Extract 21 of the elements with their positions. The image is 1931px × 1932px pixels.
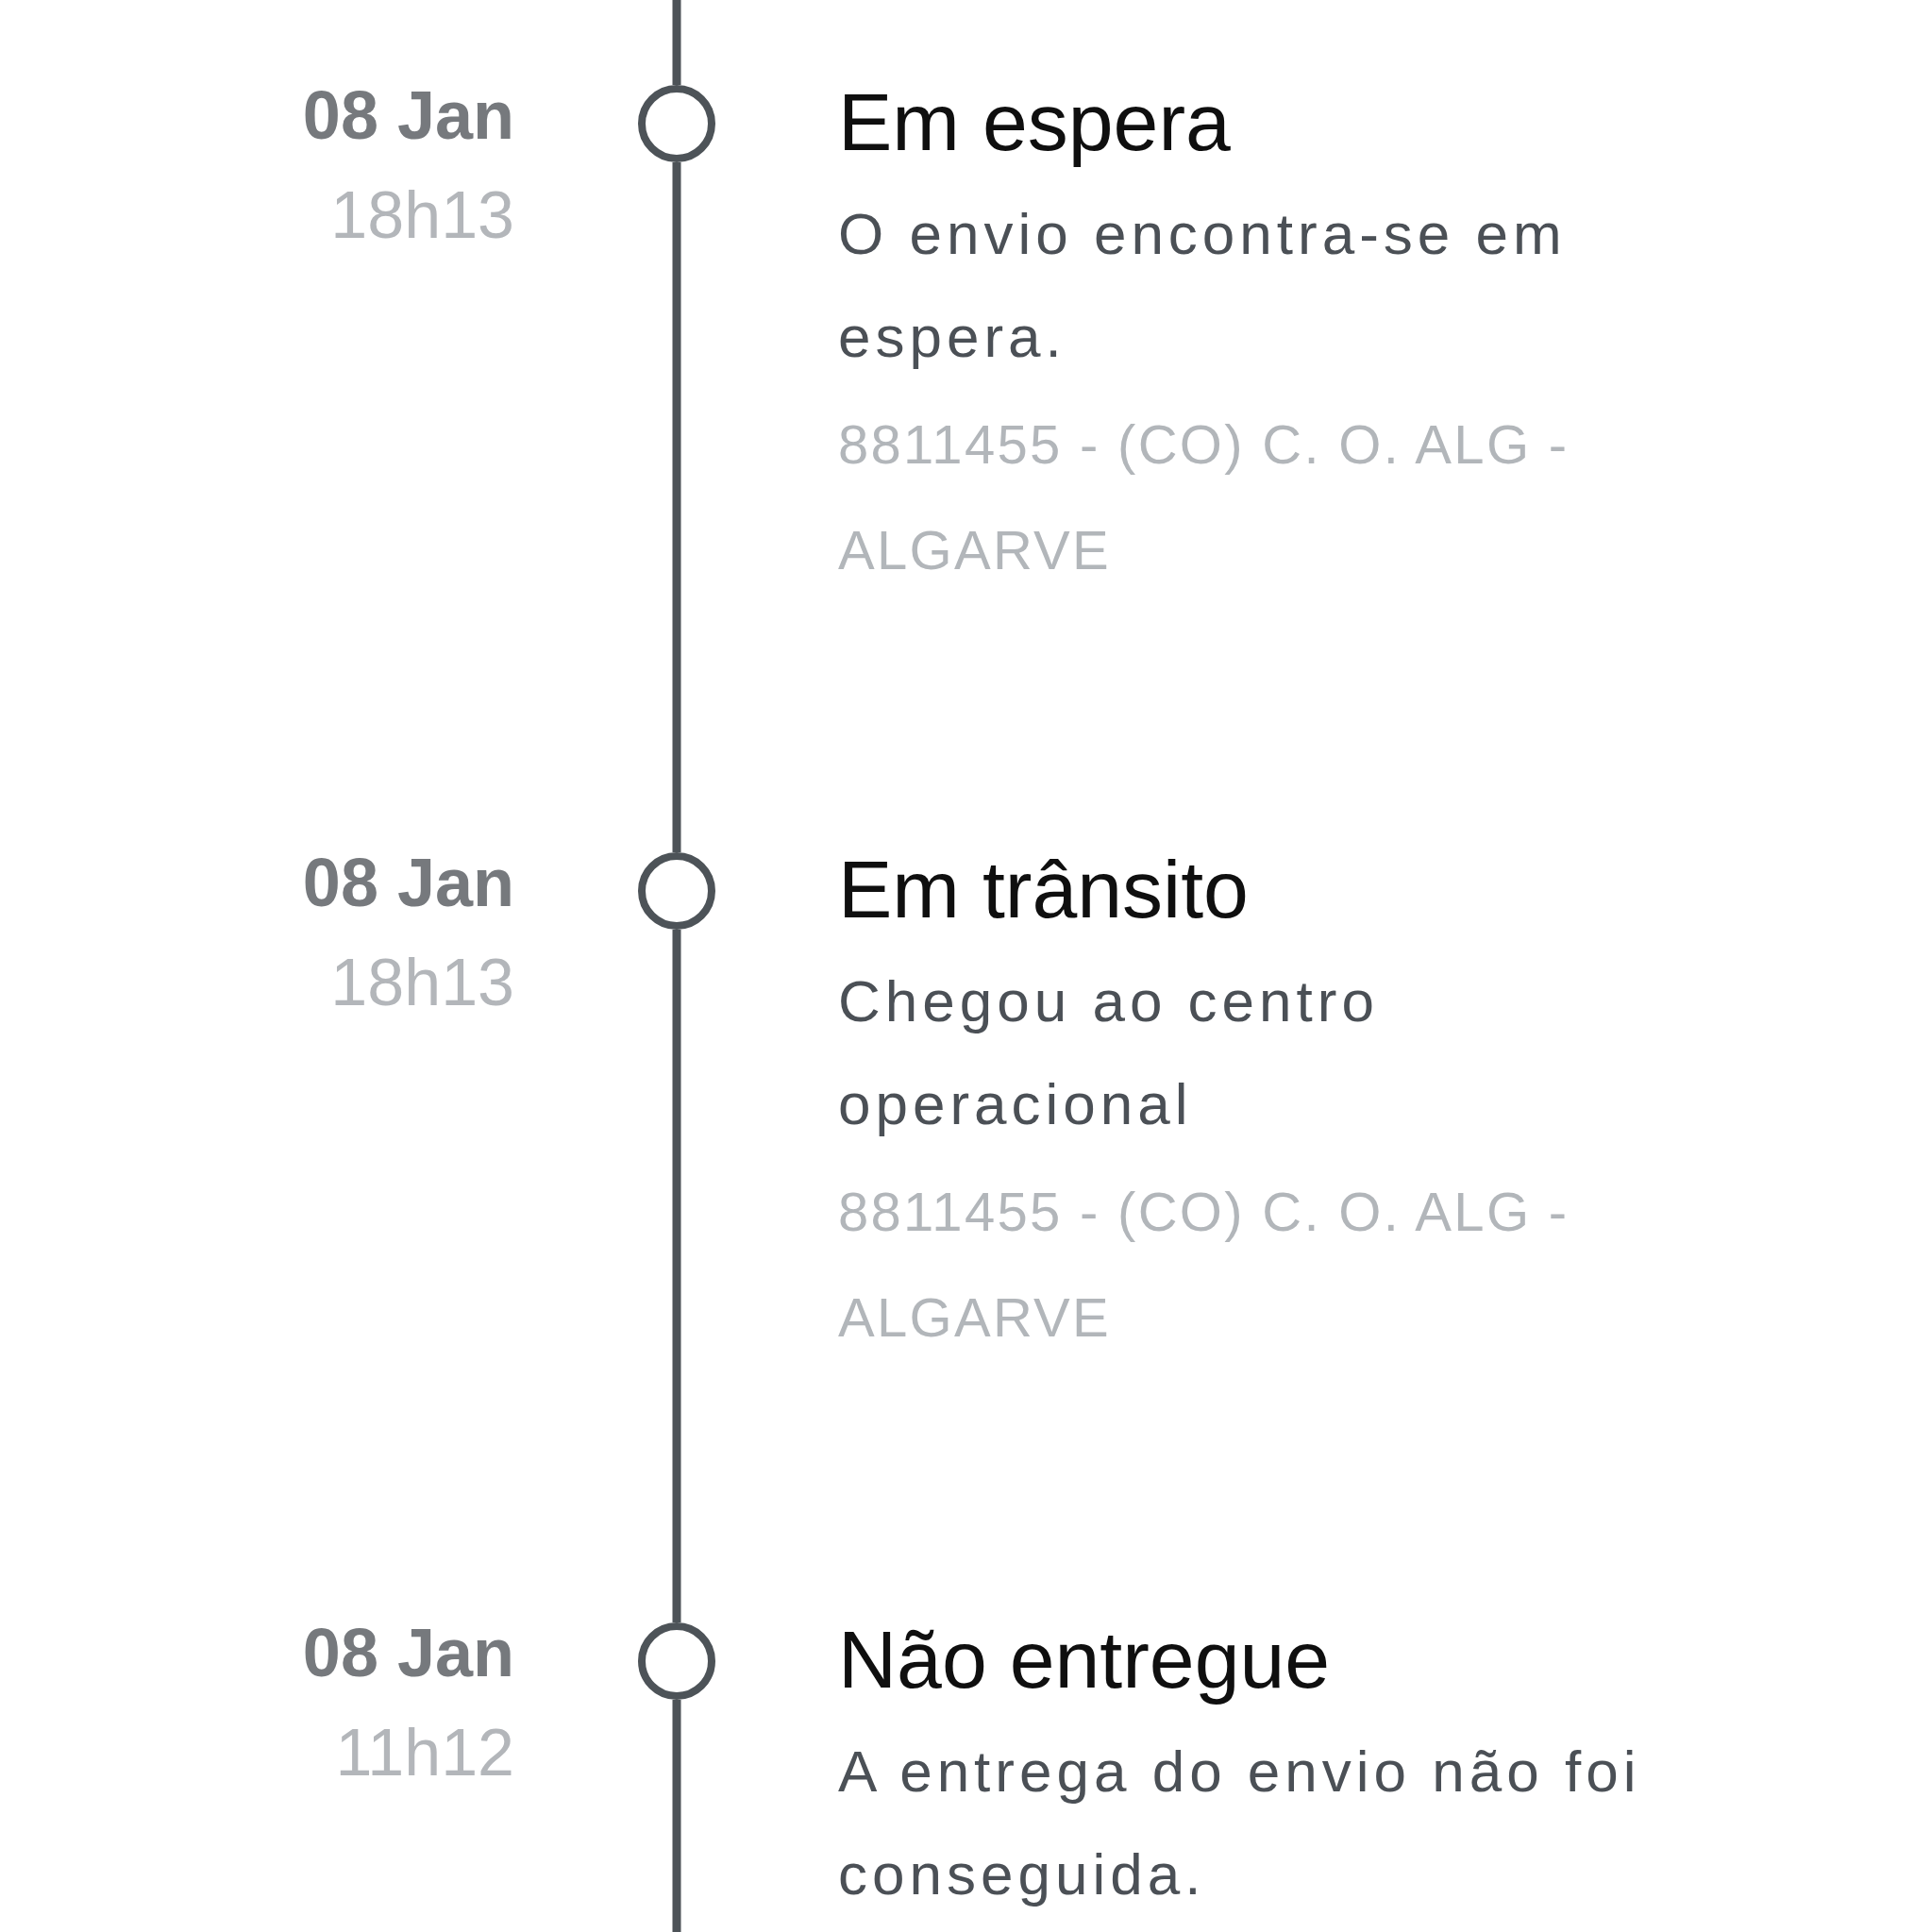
- status-title: Não entregue: [838, 1613, 1331, 1706]
- time-label: 18h13: [329, 177, 514, 253]
- timeline-marker: [638, 1622, 715, 1700]
- status-description: O envio encontra-se em espera.: [838, 200, 1568, 371]
- date-label: 08 Jan: [301, 1615, 514, 1690]
- timeline-line: [672, 930, 681, 1622]
- date-label: 08 Jan: [301, 845, 514, 920]
- status-title: Em trânsito: [838, 843, 1249, 936]
- timeline-line: [672, 0, 681, 85]
- time-label: 11h12: [334, 1715, 514, 1790]
- timeline-marker: [638, 85, 715, 162]
- date-label: 08 Jan: [301, 77, 514, 153]
- location-text: 8811455 - (CO) C. O. ALG - ALGARVE: [838, 1180, 1570, 1350]
- time-label: 18h13: [329, 945, 514, 1020]
- status-description: Chegou ao centro operacional: [838, 967, 1380, 1138]
- timeline-line: [672, 162, 681, 852]
- timeline-line: [672, 1700, 681, 1932]
- location-text: 8811455 - (CO) C. O. ALG - ALGARVE: [838, 412, 1570, 582]
- status-description: A entrega do envio não foi conseguida.: [838, 1738, 1642, 1908]
- status-title: Em espera: [838, 76, 1231, 169]
- timeline-marker: [638, 852, 715, 930]
